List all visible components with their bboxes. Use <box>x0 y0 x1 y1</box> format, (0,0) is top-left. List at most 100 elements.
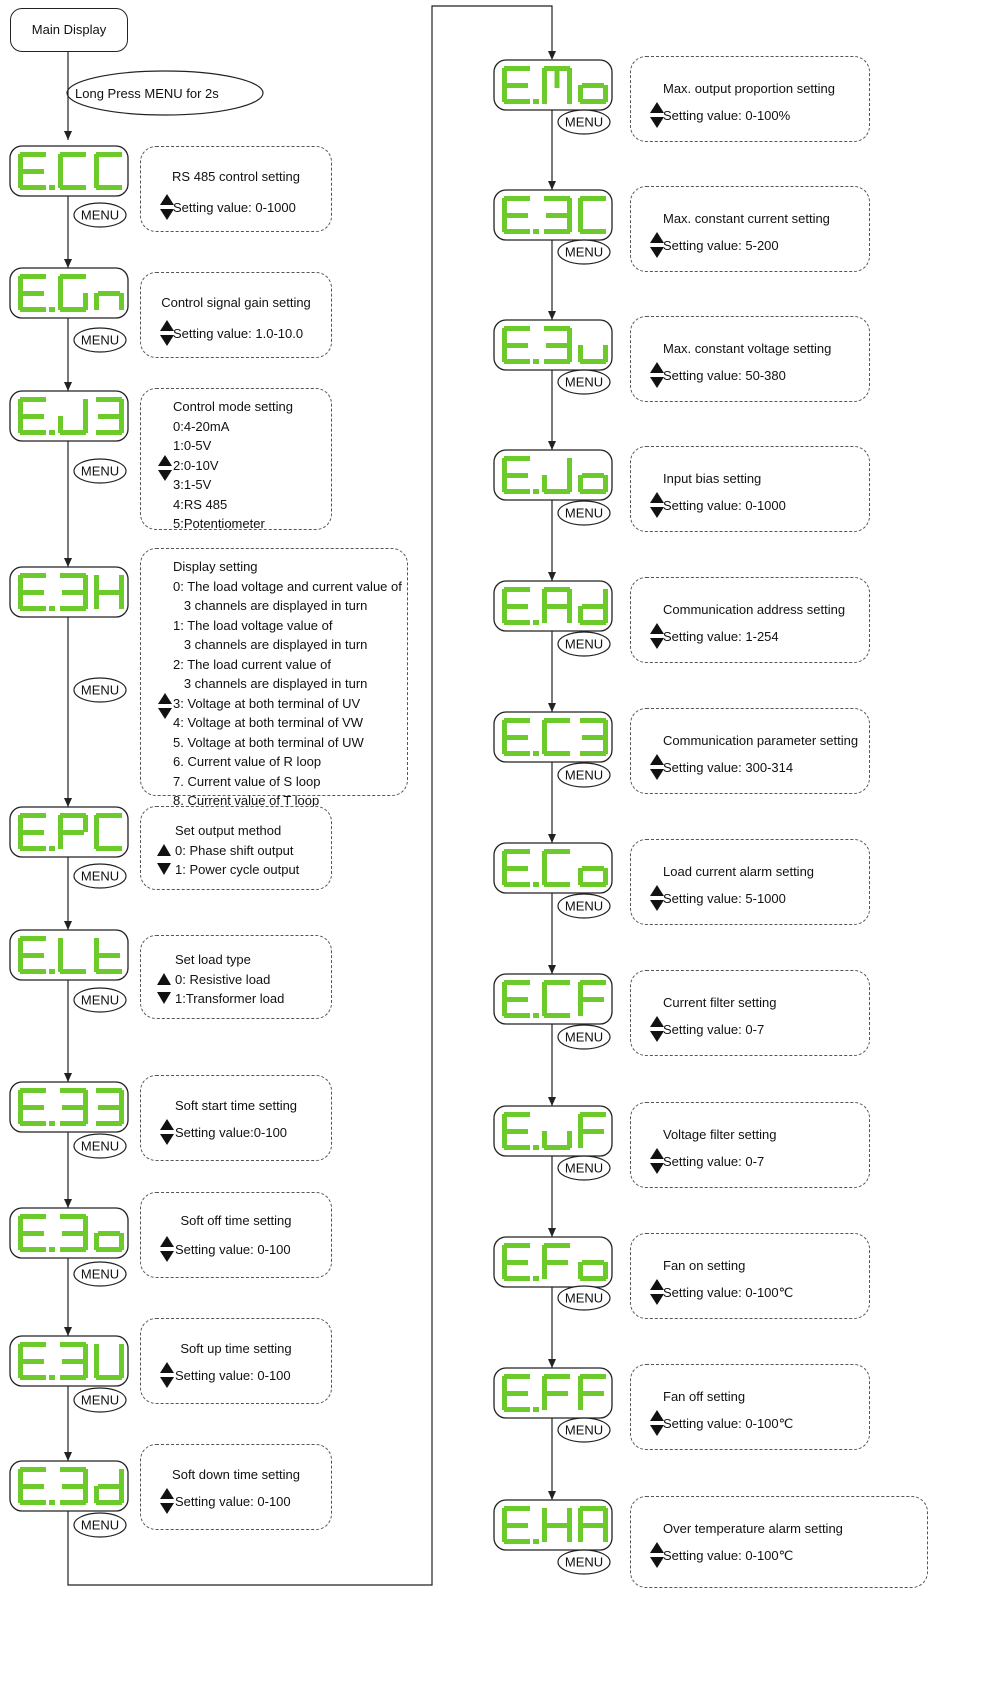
lcd-segment <box>578 345 583 362</box>
lcd-segment <box>578 868 583 885</box>
up-down-arrows-icon <box>650 1148 664 1174</box>
lcd-segment <box>58 832 63 849</box>
lcd-segment <box>18 399 23 416</box>
arrow-head <box>548 703 556 712</box>
lcd-segment <box>18 171 23 188</box>
lcd-segment <box>83 592 88 609</box>
up-arrow-wrap <box>157 973 171 985</box>
lcd-segment <box>62 1484 84 1489</box>
setting-value: Setting value: 0-7 <box>663 1022 765 1037</box>
lcd-segment <box>582 83 604 88</box>
lcd-segment <box>94 1233 99 1250</box>
lcd-segment <box>542 1245 547 1262</box>
setting-value: Setting value: 1-254 <box>663 629 779 644</box>
lcd-display-ecf <box>493 973 613 1025</box>
lcd-segment <box>567 458 572 475</box>
lcd-segment <box>504 980 530 985</box>
lcd-segment <box>20 1088 46 1093</box>
lcd-segment <box>96 969 122 974</box>
lcd-segment <box>578 606 583 623</box>
arrow-wrap <box>649 1541 665 1571</box>
lcd-segment <box>119 293 124 310</box>
lcd-segment <box>506 1260 528 1265</box>
lcd-segment <box>60 1467 86 1472</box>
setting-option: 4:RS 485 <box>173 496 228 512</box>
lcd-segment <box>60 606 86 611</box>
lcd-display-e3d <box>9 1460 129 1512</box>
lcd-segment <box>603 737 608 754</box>
lcd-segment <box>119 592 124 609</box>
lcd-segment <box>20 1375 46 1380</box>
arrow-wrap <box>649 1409 665 1439</box>
lcd-dot <box>49 307 55 312</box>
lcd-segment <box>544 882 570 887</box>
lcd-segment <box>502 1245 507 1262</box>
menu-button: MENU <box>73 1261 127 1287</box>
menu-label: MENU <box>565 245 603 260</box>
lcd-segment <box>20 1121 46 1126</box>
lcd-segment <box>567 1131 572 1148</box>
setting-title: Display setting <box>173 559 258 574</box>
lcd-dot <box>533 229 539 234</box>
arrow-wrap <box>649 1015 665 1045</box>
lcd-segment <box>58 276 63 293</box>
lcd-segment <box>580 359 606 364</box>
lcd-segment <box>119 399 124 416</box>
lcd-segment <box>94 815 99 832</box>
lcd-segment <box>502 68 507 85</box>
menu-label: MENU <box>565 375 603 390</box>
lcd-segment <box>504 882 530 887</box>
lcd-segment <box>580 620 606 625</box>
lcd-segment <box>60 1375 86 1380</box>
lcd-segment <box>18 276 23 293</box>
lcd-segment <box>20 813 46 818</box>
setting-value: Setting value: 0-100% <box>663 108 791 123</box>
lcd-segment <box>502 851 507 868</box>
lcd-dot <box>533 751 539 756</box>
setting-value: Setting value: 1.0-10.0 <box>173 326 304 341</box>
lcd-segment <box>94 832 99 849</box>
lcd-segment <box>603 720 608 737</box>
lcd-segment <box>506 866 528 871</box>
arrow-head <box>548 1359 556 1368</box>
lcd-segment <box>502 982 507 999</box>
lcd-segment <box>546 1260 568 1265</box>
up-down-arrows-icon <box>650 623 664 649</box>
menu-button: MENU <box>73 1387 127 1413</box>
lcd-display-e3o <box>9 1207 129 1259</box>
lcd-segment <box>119 1344 124 1361</box>
lcd-segment <box>582 1129 604 1134</box>
lcd-segment <box>18 1107 23 1124</box>
long-press-ellipse <box>66 70 264 116</box>
setting-title: Max. constant voltage setting <box>663 341 832 356</box>
lcd-segment <box>18 938 23 955</box>
setting-title: RS 485 control setting <box>172 169 300 184</box>
lcd-dot <box>49 1121 55 1126</box>
lcd-dot <box>533 489 539 494</box>
lcd-segment <box>119 416 124 433</box>
lcd-segment <box>502 345 507 362</box>
lcd-segment <box>567 198 572 215</box>
lcd-segment <box>96 397 122 402</box>
lcd-segment <box>582 1260 604 1265</box>
lcd-segment <box>578 1376 583 1393</box>
arrow-wrap <box>649 884 665 914</box>
lcd-segment <box>544 1243 570 1248</box>
arrow-head <box>548 1097 556 1106</box>
menu-button: MENU <box>73 1133 127 1159</box>
lcd-segment <box>578 1114 583 1131</box>
lcd-segment <box>542 1131 547 1148</box>
lcd-display-e3u <box>9 1335 129 1387</box>
lcd-segment <box>582 473 604 478</box>
lcd-segment <box>542 589 547 606</box>
lcd-segment <box>580 229 606 234</box>
lcd-segment <box>603 345 608 362</box>
arrow-wrap <box>649 1147 665 1177</box>
lcd-display-efo <box>493 1236 613 1288</box>
